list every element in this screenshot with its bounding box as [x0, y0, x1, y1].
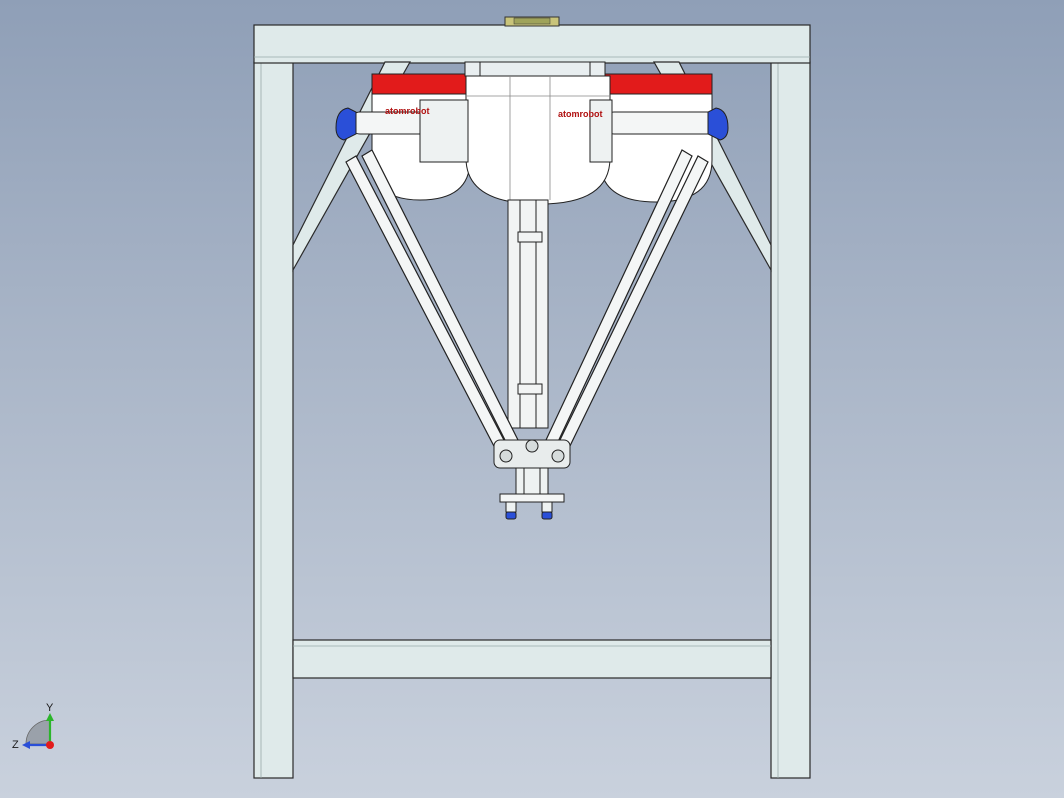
- triad-origin: [46, 741, 54, 749]
- suction-cup-right: [541, 511, 553, 520]
- frame-right-leg[interactable]: [770, 61, 811, 779]
- robot-right-tube: [603, 111, 723, 135]
- triad-z-label: Z: [12, 739, 19, 751]
- view-triad[interactable]: Y Z: [12, 702, 54, 751]
- robot-right-motor: [707, 107, 729, 141]
- frame-left-leg[interactable]: [253, 61, 294, 779]
- telescopic-shaft: [507, 199, 549, 429]
- robot-left-motor: [335, 107, 357, 141]
- robot-center-housing: [465, 75, 611, 205]
- triad-y-label: Y: [46, 702, 54, 714]
- brand-label-center: atomrobot: [558, 109, 603, 119]
- suction-cup-left: [505, 511, 517, 520]
- brand-label-left: atomrobot: [385, 106, 430, 116]
- end-effector[interactable]: [493, 439, 571, 520]
- delta-robot[interactable]: [335, 61, 729, 205]
